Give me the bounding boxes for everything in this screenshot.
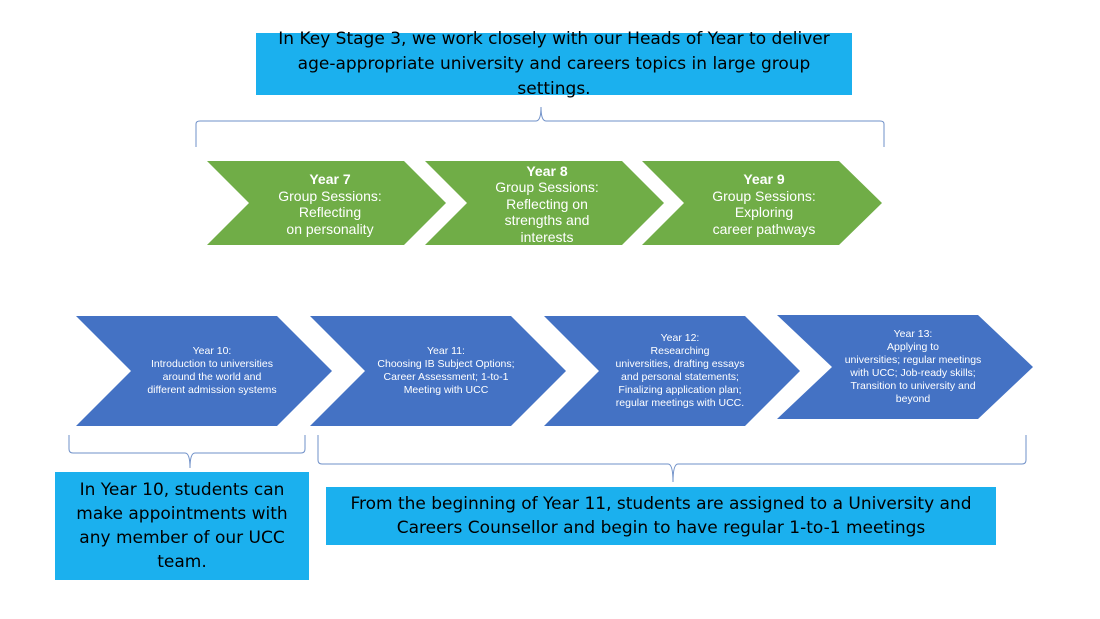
- year11-note-box: From the beginning of Year 11, students …: [326, 487, 996, 545]
- intro-note-text: In Key Stage 3, we work closely with our…: [278, 28, 830, 99]
- chevron-year-8: [425, 161, 664, 245]
- chevron-year-11: [310, 316, 566, 426]
- intro-note-box: In Key Stage 3, we work closely with our…: [256, 29, 852, 99]
- year10-note-text: In Year 10, students can make appointmen…: [76, 480, 288, 572]
- chevron-year-7: [207, 161, 446, 245]
- year11-note-text: From the beginning of Year 11, students …: [350, 494, 972, 538]
- chevron-year-13: [777, 315, 1033, 419]
- top-brace: [195, 106, 885, 147]
- year11-brace: [317, 435, 1027, 483]
- chevron-year-10: [76, 316, 332, 426]
- year10-brace: [68, 435, 306, 469]
- year10-note-box: In Year 10, students can make appointmen…: [55, 472, 309, 580]
- chevron-year-9: [642, 161, 882, 245]
- chevron-year-12: [544, 316, 800, 426]
